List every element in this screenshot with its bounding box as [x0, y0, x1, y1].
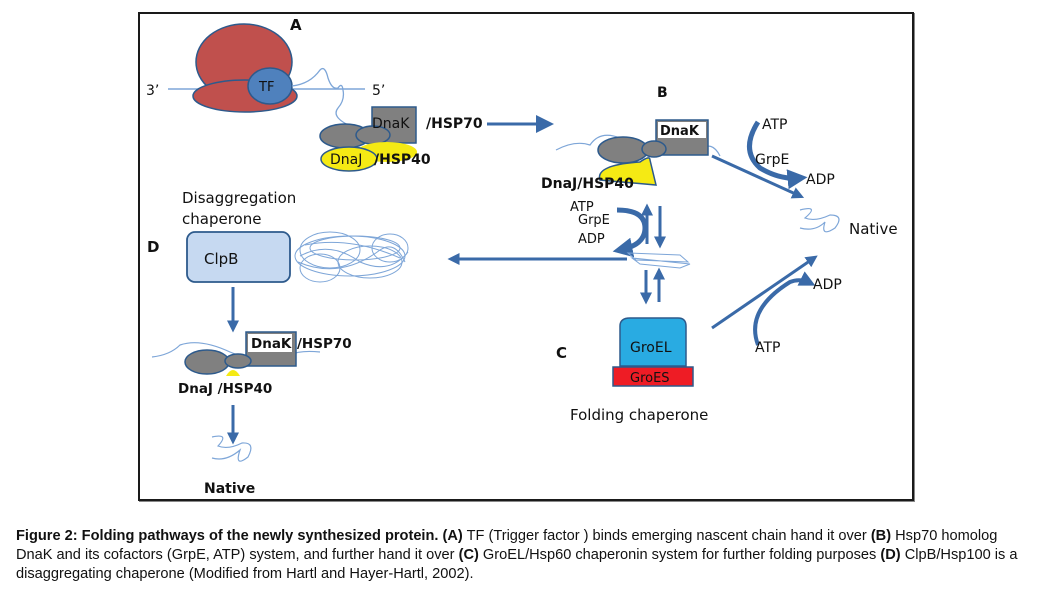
three-prime-label: 3’ — [146, 83, 159, 99]
atp-adp-curved-arrow-c — [753, 271, 816, 346]
adp-label-c: ADP — [813, 277, 842, 293]
caption-text-a: TF (Trigger factor ) binds emerging nasc… — [462, 528, 871, 544]
dnaj-hsp40-label-d: DnaJ /HSP40 — [178, 381, 272, 397]
grpe-label-b: GrpE — [755, 152, 789, 168]
dnaj-blob-b — [598, 157, 657, 186]
native-fold-icon-b — [799, 208, 840, 233]
panel-d-label: D — [147, 238, 159, 256]
dnaj-hsp40-label-b: DnaJ/HSP40 — [541, 176, 634, 192]
dnak-label-bg-d — [248, 334, 292, 352]
hsp70-label-a: /HSP70 — [426, 116, 483, 132]
caption-figure-label: Figure 2: Folding pathways of the newly … — [16, 528, 439, 544]
dnaj-blob-d — [226, 370, 240, 376]
atp-label-c: ATP — [755, 340, 780, 356]
hsp70-label-d: /HSP70 — [297, 336, 352, 352]
arrow-groel-to-native — [711, 255, 818, 330]
dnak-domain-b — [597, 136, 649, 164]
atp-label-center: ATP — [570, 200, 594, 215]
clpb-box — [186, 231, 291, 283]
caption-tag-d: (D) — [880, 547, 901, 563]
protein-aggregate — [294, 231, 409, 283]
atp-adp-curved-arrow-b — [747, 120, 808, 190]
atp-adp-curved-arrow-center — [612, 207, 648, 258]
grpe-label-center: GrpE — [578, 213, 610, 228]
caption-tag-b: (B) — [870, 528, 892, 544]
native-label-b: Native — [849, 220, 898, 238]
adp-label-b: ADP — [806, 172, 835, 188]
groes-shape — [612, 366, 694, 387]
clpb-label: ClpB — [204, 250, 238, 268]
groel-label: GroEL — [630, 340, 672, 356]
chaperone-label-d: chaperone — [182, 210, 261, 228]
caption-tag-a: (A) — [442, 528, 463, 544]
atp-label-b: ATP — [762, 117, 787, 133]
five-prime-label: 5’ — [372, 83, 385, 99]
caption-text-c: GroEL/Hsp60 chaperonin system for furthe… — [478, 547, 881, 563]
dnak-label-d: DnaK — [251, 336, 292, 352]
panel-a: A 3’ 5’ TF DnaK /HSP70 DnaJ /HSP40 — [146, 16, 554, 172]
caption-text-b: Hsp70 homolog DnaK and its cofactors (Gr… — [16, 528, 998, 563]
disaggregation-label: Disaggregation — [182, 189, 296, 207]
folding-chaperone-label: Folding chaperone — [570, 406, 708, 424]
figure-frame — [138, 12, 914, 501]
center-cycle: ATP GrpE ADP — [447, 200, 691, 305]
nascent-chain — [291, 67, 356, 129]
panel-a-label: A — [290, 16, 302, 34]
panel-c-label: C — [556, 344, 567, 362]
figure-caption: Figure 2: Folding pathways of the newly … — [16, 527, 1036, 584]
groes-label: GroES — [630, 371, 670, 386]
dnak-domain-d — [184, 349, 230, 375]
groel-shape — [619, 317, 687, 367]
caption-tag-c: (C) — [458, 547, 479, 563]
native-label-d: Native — [204, 481, 255, 497]
tf-label: TF — [258, 80, 274, 95]
adp-label-center: ADP — [578, 232, 605, 247]
panel-d: D Disaggregation chaperone ClpB DnaK — [147, 189, 409, 497]
native-fold-icon-d — [211, 435, 252, 462]
diagram-canvas: A 3’ 5’ TF DnaK /HSP70 DnaJ /HSP40 — [146, 16, 898, 497]
dnak-label-bg-b — [658, 122, 706, 138]
caption-text-d: ClpB/Hsp100 is a disaggregating chaperon… — [16, 547, 1018, 582]
hsp40-label-a: /HSP40 — [374, 152, 431, 168]
panel-b: B DnaK DnaJ/HSP40 ATP GrpE ADP Native — [541, 85, 898, 238]
dnak-domain-d2 — [224, 353, 252, 369]
panel-b-label: B — [657, 85, 668, 101]
dnaj-label-a: DnaJ — [330, 152, 362, 168]
panel-c: C GroEL GroES Folding chaperone ADP ATP — [556, 255, 842, 424]
figure-diagram: A 3’ 5’ TF DnaK /HSP70 DnaJ /HSP40 — [138, 12, 914, 501]
dnak-domain-b2 — [641, 140, 667, 158]
arrow-b-to-native — [711, 154, 805, 199]
dnaj-ellipse-a — [320, 146, 378, 172]
dnak-label-a: DnaK — [372, 116, 410, 132]
unfolded-intermediate — [626, 252, 691, 269]
dnak-label-b: DnaK — [660, 124, 700, 139]
